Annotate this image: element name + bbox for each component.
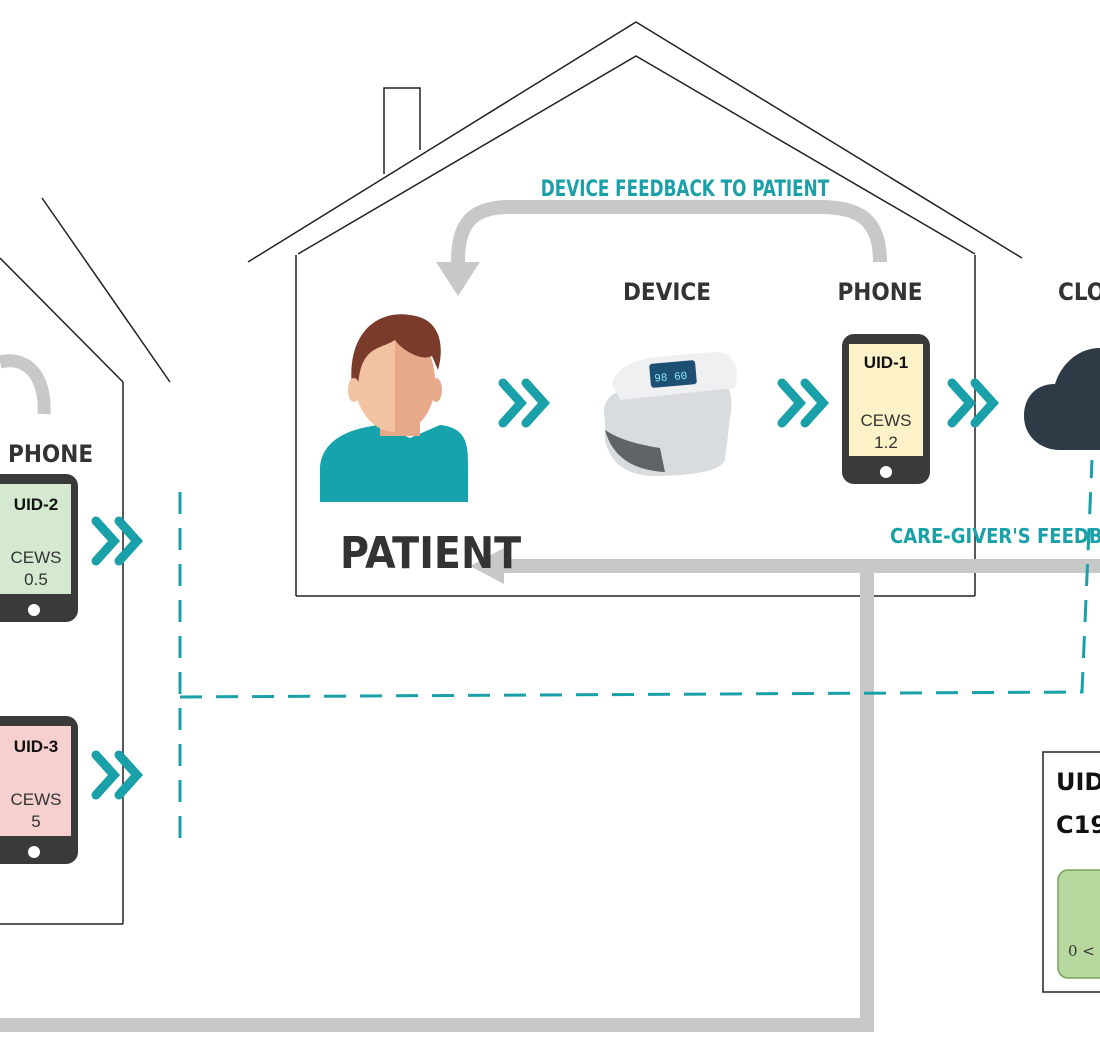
info-box-line-1: UID xyxy=(1056,768,1100,796)
left-house-outline xyxy=(0,197,171,925)
cloud-label: CLOU xyxy=(1058,278,1100,306)
phone-uid-2: UID-2 CEWS 0.5 xyxy=(0,474,78,622)
svg-text:98 60: 98 60 xyxy=(654,371,688,386)
phone-label: PHONE xyxy=(837,278,922,306)
patient-label: PATIENT xyxy=(340,528,521,579)
phone-left-label: PHONE xyxy=(8,440,93,468)
phone-2-uid: UID-2 xyxy=(14,495,58,514)
cloud-icon xyxy=(1024,348,1100,450)
phone-uid-1: UID-1 CEWS 1.2 xyxy=(842,334,930,484)
main-house-outline xyxy=(247,21,1023,597)
phone-3-cews-value: 5 xyxy=(31,812,40,831)
device-feedback-arrow xyxy=(436,200,887,296)
chevron-arrow-5 xyxy=(91,750,144,800)
chevron-arrow-4 xyxy=(91,516,144,566)
phone-1-uid: UID-1 xyxy=(864,353,908,372)
device-feedback-label: DEVICE FEEDBACK TO PATIENT xyxy=(541,176,830,202)
caregiver-feedback-arrow xyxy=(0,548,1100,1032)
phone-3-uid: UID-3 xyxy=(14,737,58,756)
caregiver-feedback-label: CARE-GIVER'S FEEDBACK xyxy=(890,524,1100,548)
phone-1-cews-label: CEWS xyxy=(861,411,912,430)
info-box-line-2: C19 xyxy=(1056,811,1100,839)
phone-1-cews-value: 1.2 xyxy=(874,433,898,452)
phone-uid-3: UID-3 CEWS 5 xyxy=(0,716,78,864)
chevron-arrow-1 xyxy=(498,378,551,428)
data-dashed-lines xyxy=(178,459,1094,845)
pulse-oximeter-icon: 98 60 xyxy=(603,352,737,477)
chevron-arrow-3 xyxy=(947,378,1000,428)
info-box-range: 0 < xyxy=(1068,942,1095,960)
patient-icon xyxy=(320,314,469,502)
chevron-arrow-2 xyxy=(777,378,830,428)
phone-2-cews-value: 0.5 xyxy=(24,570,48,589)
info-box: UID C19 0 < xyxy=(1042,751,1100,993)
left-feedback-arc xyxy=(0,354,51,415)
device-label: DEVICE xyxy=(623,278,711,306)
phone-2-cews-label: CEWS xyxy=(11,548,62,567)
phone-3-cews-label: CEWS xyxy=(11,790,62,809)
